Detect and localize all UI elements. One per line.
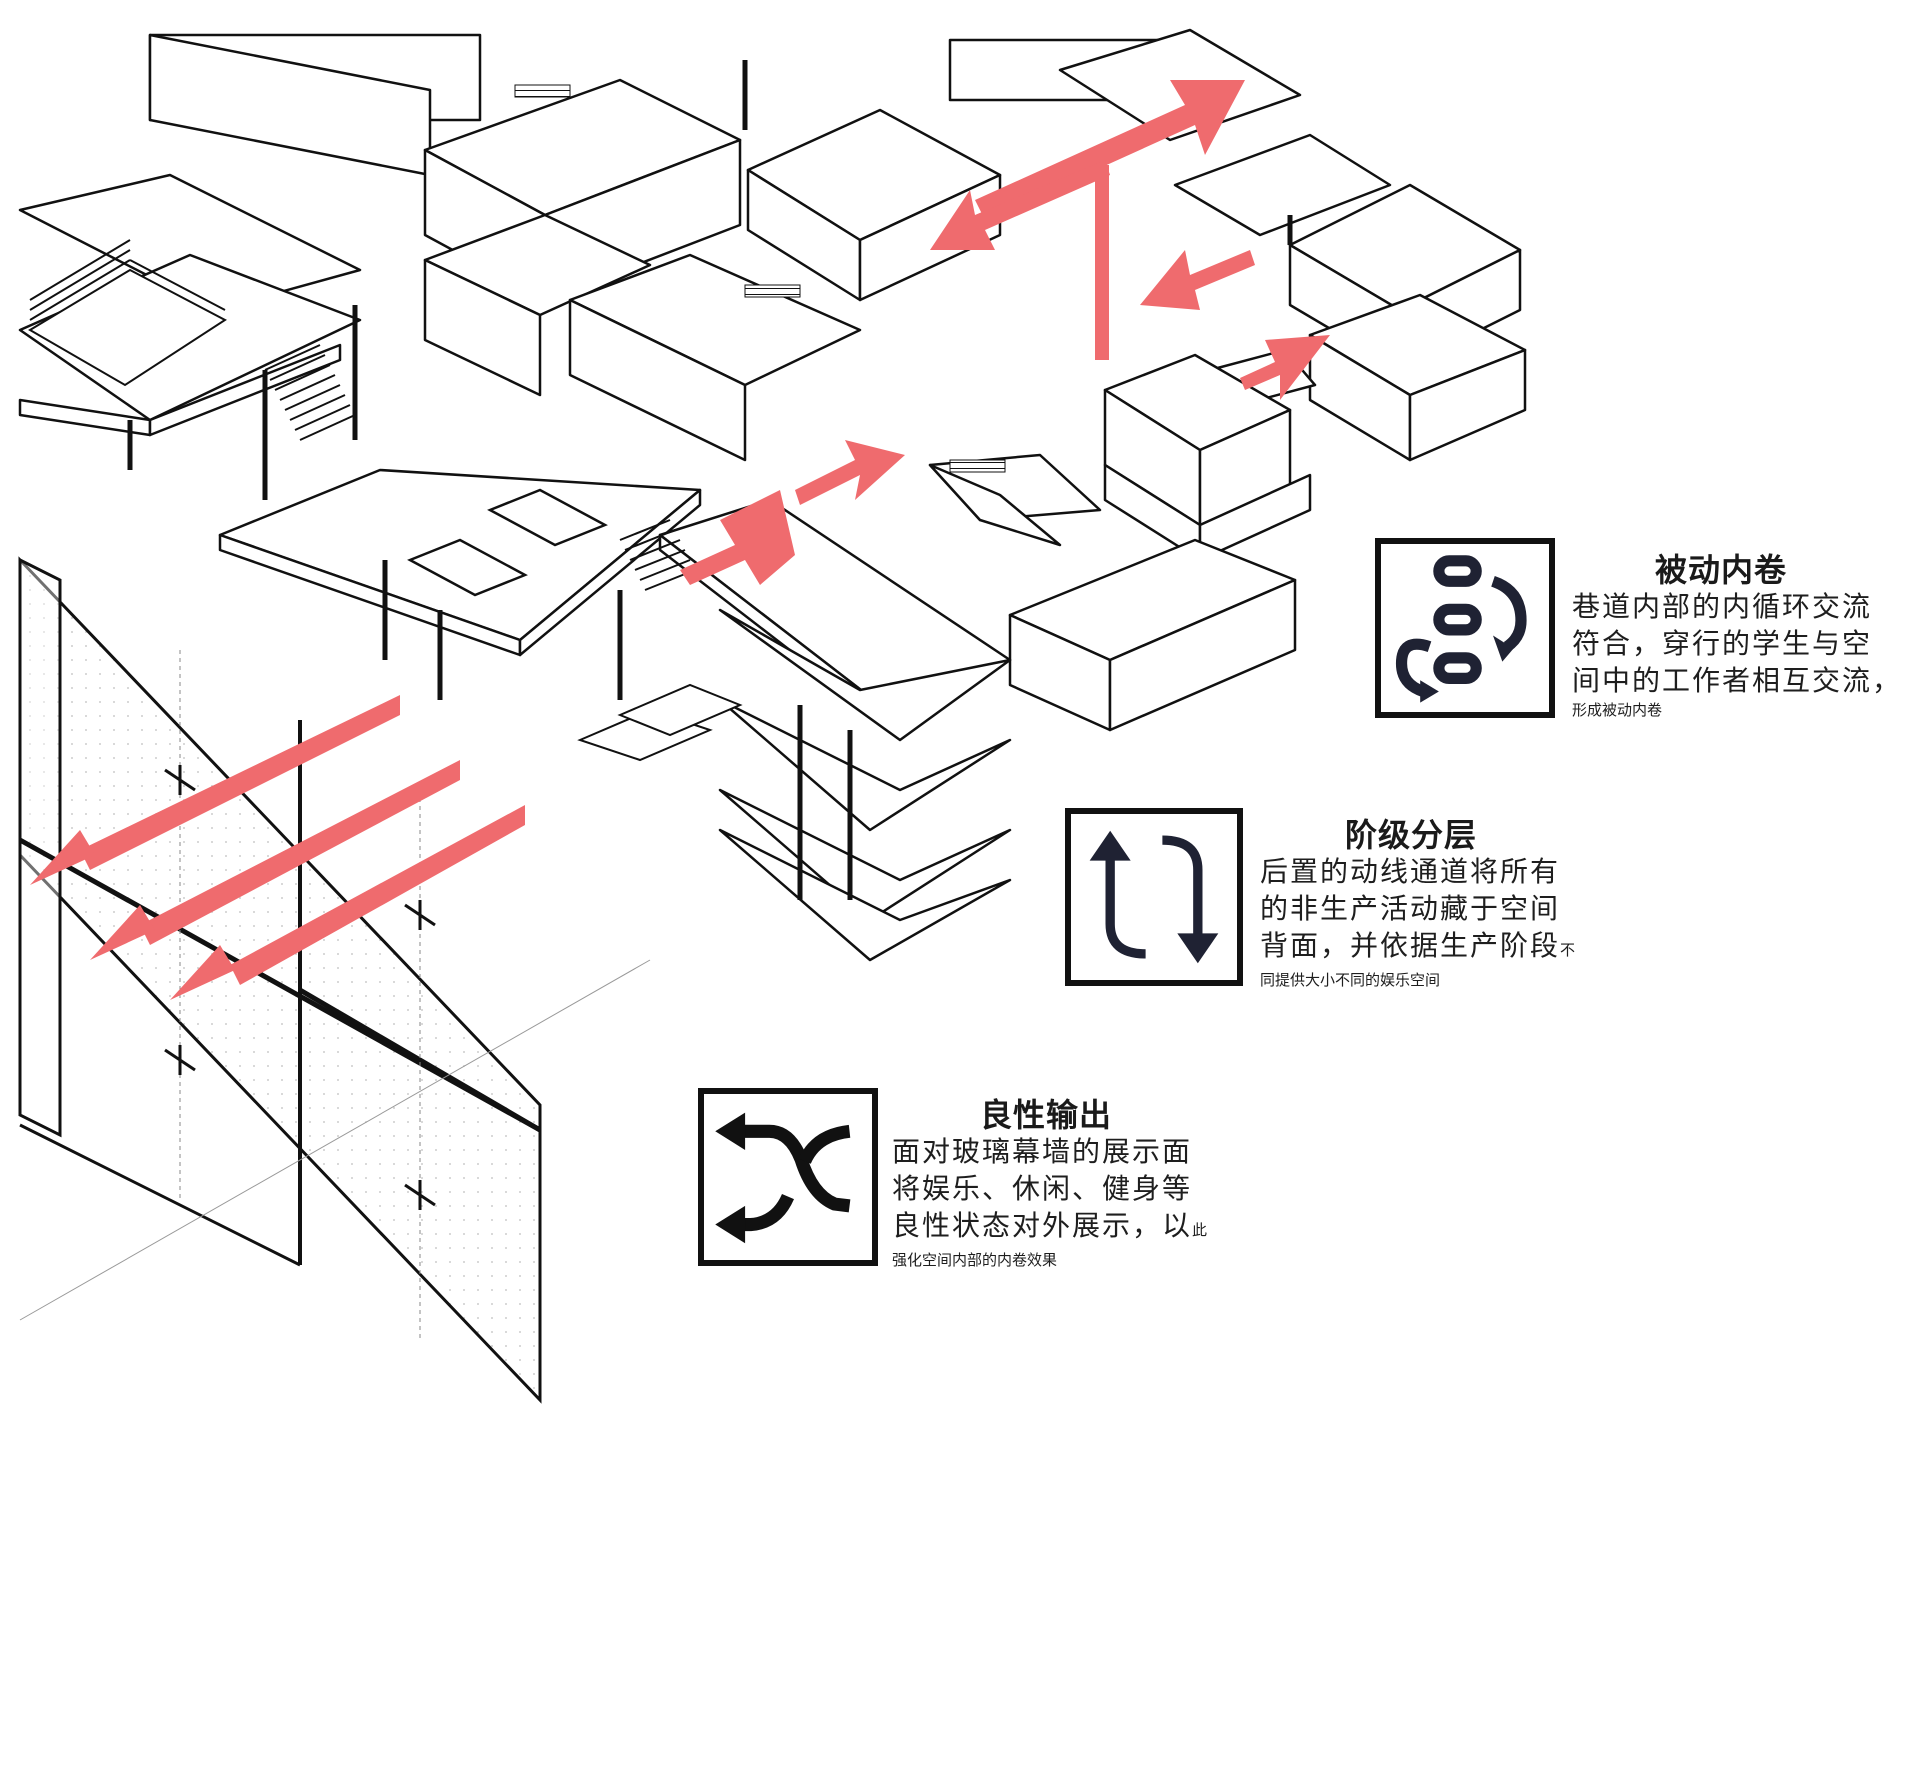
- swap-vertical-icon: [1065, 808, 1243, 986]
- crossing-arrows-icon: [698, 1088, 878, 1266]
- legend-line: 面对玻璃幕墙的展示面: [892, 1135, 1193, 1168]
- tables: [407, 488, 608, 597]
- columns: [127, 60, 1293, 900]
- glass-fixings: [164, 765, 436, 1210]
- legend-small-line: 强化空间内部的内卷效果: [892, 1251, 1058, 1269]
- legend-line-text: 良性状态对外展示，以: [892, 1209, 1193, 1242]
- legend-small-line: 同提供大小不同的娱乐空间: [1260, 971, 1441, 989]
- boxing-ring: [28, 239, 227, 387]
- legend-text-class: 后置的动线通道将所有 的非生产活动藏于空间 背面，并依据生产阶段不 同提供大小不…: [1260, 853, 1575, 991]
- treadmills: [577, 683, 743, 762]
- legend-small-line: 形成被动内卷: [1572, 701, 1663, 719]
- legend-line: 巷道内部的内循环交流: [1572, 590, 1873, 623]
- legend-text-benign: 面对玻璃幕墙的展示面 将娱乐、休闲、健身等 良性状态对外展示，以此 强化空间内部…: [892, 1133, 1207, 1271]
- legend-line: 间中的工作者相互交流，: [1572, 664, 1903, 697]
- legend-line: 的非生产活动藏于空间: [1260, 892, 1561, 925]
- stairs: [264, 344, 696, 591]
- legend-line: 将娱乐、休闲、健身等: [892, 1172, 1193, 1205]
- legend-line-tail: 此: [1192, 1221, 1208, 1239]
- legend-line: 后置的动线通道将所有: [1260, 855, 1561, 888]
- legend-line-text: 背面，并依据生产阶段: [1260, 929, 1561, 962]
- loop-cycle-icon: [1375, 538, 1555, 718]
- legend-text-passive: 巷道内部的内循环交流 符合，穿行的学生与空 间中的工作者相互交流， 形成被动内卷: [1572, 588, 1902, 721]
- legend-title-benign: 良性输出: [980, 1096, 1113, 1134]
- glass-curtain-wall: [18, 556, 651, 1404]
- flow-arrows: [30, 80, 1330, 1000]
- legend-line: 符合，穿行的学生与空: [1572, 627, 1873, 660]
- legend-title-class: 阶级分层: [1345, 816, 1478, 854]
- legend-line: 背面，并依据生产阶段不: [1260, 927, 1575, 969]
- building-volumes: [148, 28, 1527, 732]
- legend-line: 良性状态对外展示，以此: [892, 1207, 1207, 1249]
- legend-title-passive: 被动内卷: [1655, 551, 1788, 589]
- legend-line-tail: 不: [1560, 941, 1576, 959]
